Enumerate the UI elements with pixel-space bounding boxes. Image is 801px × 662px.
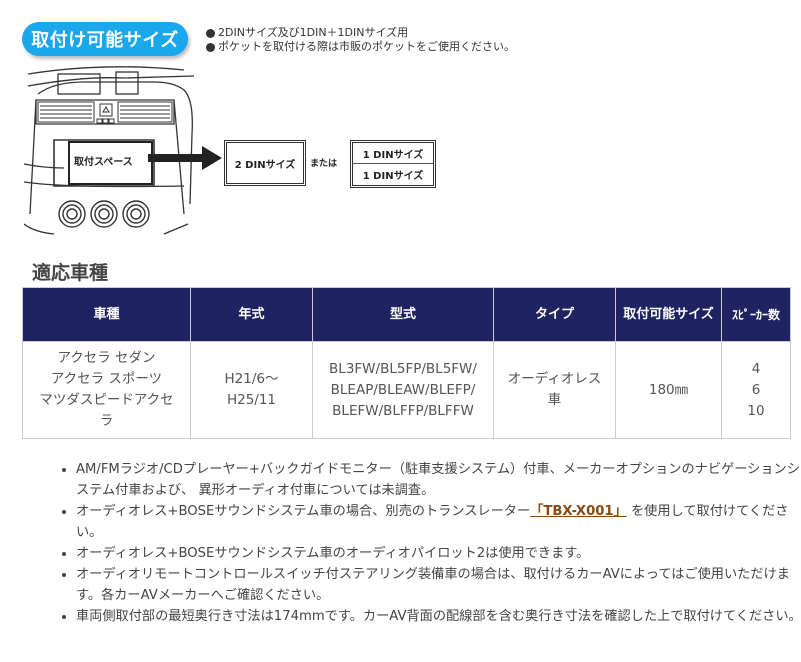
mountable-size-badge: 取付け可能サイズ xyxy=(22,22,188,56)
one-din-top: 1 DINサイズ xyxy=(353,143,433,164)
size-note: 2DINサイズ及び1DIN＋1DINサイズ用 xyxy=(206,26,515,40)
tbx-x001-link[interactable]: 「TBX-X001」 xyxy=(530,504,627,519)
list-item: 車両側取付部の最短奥行き寸法は174mmです。カーAV背面の配線部を含む奥行き寸… xyxy=(76,606,801,627)
size-note: ポケットを取付ける際は市販のポケットをご使用ください。 xyxy=(206,40,515,54)
column-header-size: 取付可能サイズ xyxy=(615,287,722,342)
table-row: アクセラ セダン アクセラ スポーツ マツダスピードアクセ ラ H21/6～ H… xyxy=(22,341,791,439)
cell-year: H21/6～ H25/11 xyxy=(190,341,313,439)
cell-type: オーディオレス 車 xyxy=(493,341,616,439)
cell-size: 180㎜ xyxy=(615,341,722,439)
or-label: または xyxy=(310,159,338,169)
bullet-icon xyxy=(206,28,215,38)
bullet-icon xyxy=(206,42,215,52)
column-header-type: タイプ xyxy=(493,287,616,342)
list-item: AM/FMラジオ/CDプレーヤー+バックガイドモニター（駐車支援システム）付車、… xyxy=(76,459,801,501)
column-header-year: 年式 xyxy=(190,287,313,342)
list-item: オーディオリモートコントロールスイッチ付ステアリング装備車の場合は、取付けるカー… xyxy=(76,564,801,606)
cell-speakers: 4 6 10 xyxy=(721,341,791,439)
cell-model: アクセラ セダン アクセラ スポーツ マツダスピードアクセ ラ xyxy=(22,341,191,439)
list-item: オーディオレス+BOSEサウンドシステム車のオーディオパイロット2は使用できます… xyxy=(76,543,801,564)
compatible-vehicles-table: 車種 年式 型式 タイプ 取付可能サイズ ｽﾋﾟｰｶｰ数 アクセラ セダン アク… xyxy=(22,287,791,439)
installation-diagram: 取付スペース 2 DINサイズ または 1 DINサイズ 1 DINサイズ xyxy=(24,64,444,240)
cell-type-code: BL3FW/BL5FP/BL5FW/ BLEAP/BLEAW/BLEFP/ BL… xyxy=(312,341,494,439)
list-item: オーディオレス+BOSEサウンドシステム車の場合、別売のトランスレーター「TBX… xyxy=(76,501,801,543)
column-header-type-code: 型式 xyxy=(312,287,494,342)
column-header-model: 車種 xyxy=(22,287,191,342)
notes-list: AM/FMラジオ/CDプレーヤー+バックガイドモニター（駐車支援システム）付車、… xyxy=(58,459,801,627)
compatible-vehicles-title: 適応車種 xyxy=(32,262,109,284)
one-din-plus-one-din-option: 1 DINサイズ 1 DINサイズ xyxy=(350,140,436,188)
install-space-label: 取付スペース xyxy=(74,157,133,168)
two-din-option: 2 DINサイズ xyxy=(224,140,306,186)
arrow-right-icon xyxy=(148,146,222,170)
column-header-speakers: ｽﾋﾟｰｶｰ数 xyxy=(721,287,791,342)
one-din-bottom: 1 DINサイズ xyxy=(353,164,433,184)
table-header-row: 車種 年式 型式 タイプ 取付可能サイズ ｽﾋﾟｰｶｰ数 xyxy=(22,287,791,342)
dashboard-illustration-icon xyxy=(24,66,195,235)
size-notes: 2DINサイズ及び1DIN＋1DINサイズ用 ポケットを取付ける際は市販のポケッ… xyxy=(206,26,515,54)
